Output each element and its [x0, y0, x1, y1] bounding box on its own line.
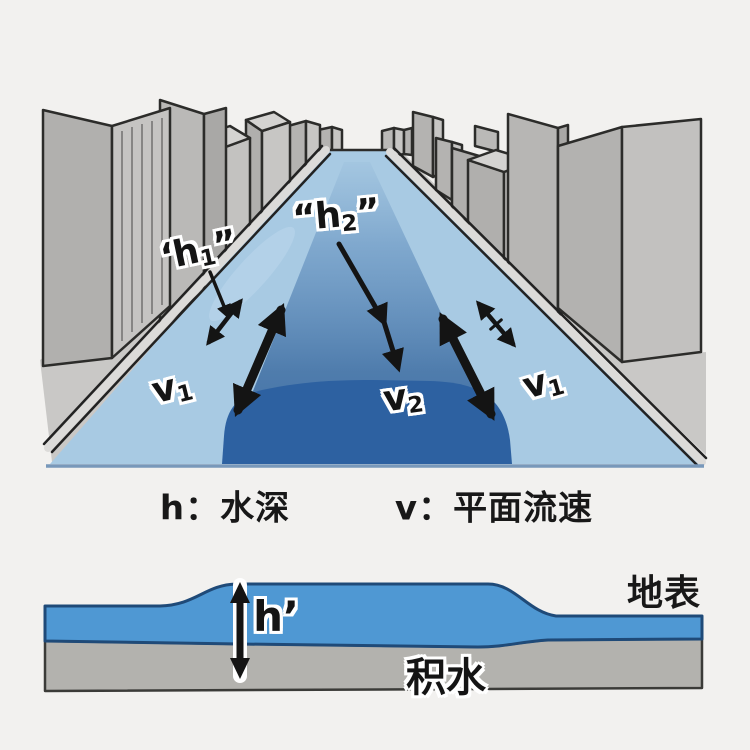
building-right-1-main [556, 117, 703, 364]
street-scene [40, 98, 708, 468]
curb-right-inner-line [384, 154, 700, 468]
depth-arrow-right-tick [489, 318, 503, 331]
h-prime-arrowhead-bottom [230, 658, 250, 679]
curb-left-outer-line [42, 144, 324, 446]
curb-right-band [386, 148, 706, 466]
water-layer [43, 582, 704, 649]
label-accumulated-water: 积水 [406, 655, 486, 701]
caption-v-definition: v：平面流速 [394, 488, 594, 529]
flow-arrow-big-left [233, 302, 286, 418]
building-left-1-window-lines [121, 118, 163, 341]
curb-left-inner-line [50, 152, 332, 454]
h-prime-arrowhead-top [230, 582, 250, 603]
label-v2: v2 [380, 376, 426, 421]
curbs [42, 144, 708, 468]
cross-section [43, 578, 704, 693]
building-left-1-main [41, 106, 172, 368]
label-h-prime-mark: ’ [282, 592, 299, 641]
label-h2: “h2” [291, 191, 381, 240]
label-ground-surface: 地表 [626, 573, 702, 614]
buildings-right [380, 110, 703, 364]
h-prime-arrow [230, 578, 250, 683]
curb-left-band [44, 146, 330, 452]
label-h-prime: h’ [253, 596, 299, 638]
street-arrows [206, 241, 517, 421]
flow-arrow-big-right [438, 312, 496, 421]
label-v2-letter: v [380, 376, 410, 421]
h2-pointer-arrow [336, 241, 404, 373]
label-h2-close-quote: ” [354, 191, 381, 235]
label-h-prime-letter: h [253, 592, 283, 641]
caption-h-definition: h：水深 [159, 488, 291, 529]
water-deep-channel [222, 380, 512, 464]
water-highlight [209, 226, 295, 322]
curb-right-outer-line [392, 146, 708, 460]
label-h2-letter: h [313, 194, 343, 238]
